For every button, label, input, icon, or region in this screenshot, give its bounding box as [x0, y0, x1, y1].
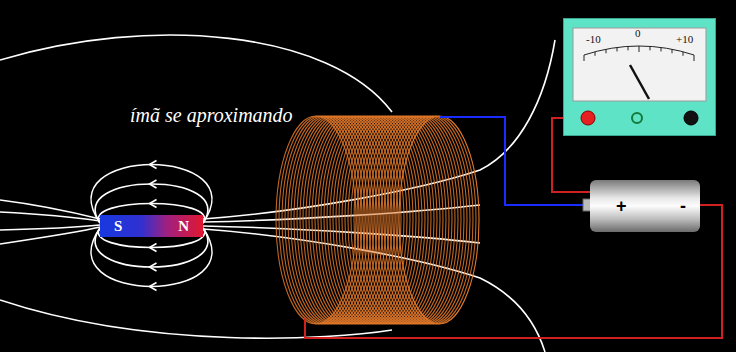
scale-number: 0: [635, 27, 641, 39]
caption-label: ímã se aproximando: [130, 104, 293, 127]
galvanometer: -10 0 +10: [563, 18, 716, 136]
battery: +-: [590, 180, 700, 232]
battery-sign: -: [680, 196, 686, 217]
scale-number: -10: [586, 33, 601, 45]
bar-magnet: SN: [100, 215, 203, 237]
scale-number: +10: [676, 33, 693, 45]
magnet-pole: N: [178, 218, 189, 235]
coil: [276, 116, 479, 324]
magnet-pole: S: [114, 218, 122, 235]
battery-sign: +: [616, 196, 627, 217]
field-lines: [0, 35, 555, 352]
